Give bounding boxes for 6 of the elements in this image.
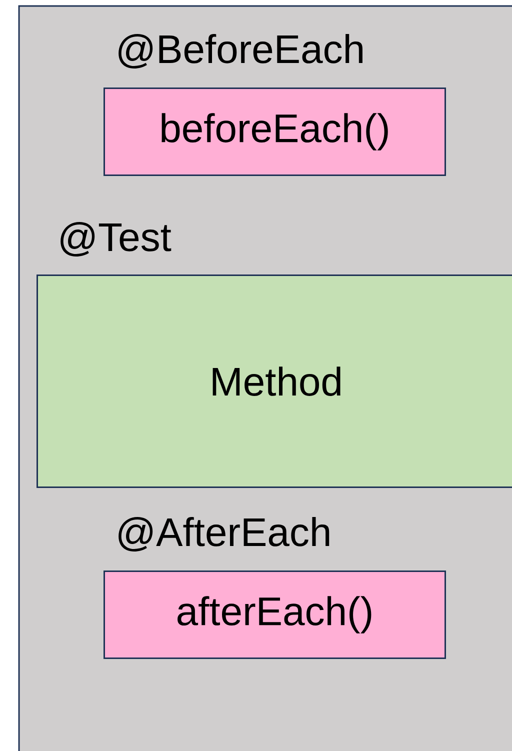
annotation-label: @AfterEach bbox=[118, 517, 330, 552]
method-box: afterEach() bbox=[104, 570, 446, 659]
method-box: Method bbox=[36, 274, 512, 488]
annotation-label: @BeforeEach bbox=[118, 34, 362, 68]
annotation-label: @Test bbox=[60, 222, 172, 256]
method-box: beforeEach() bbox=[104, 88, 446, 176]
